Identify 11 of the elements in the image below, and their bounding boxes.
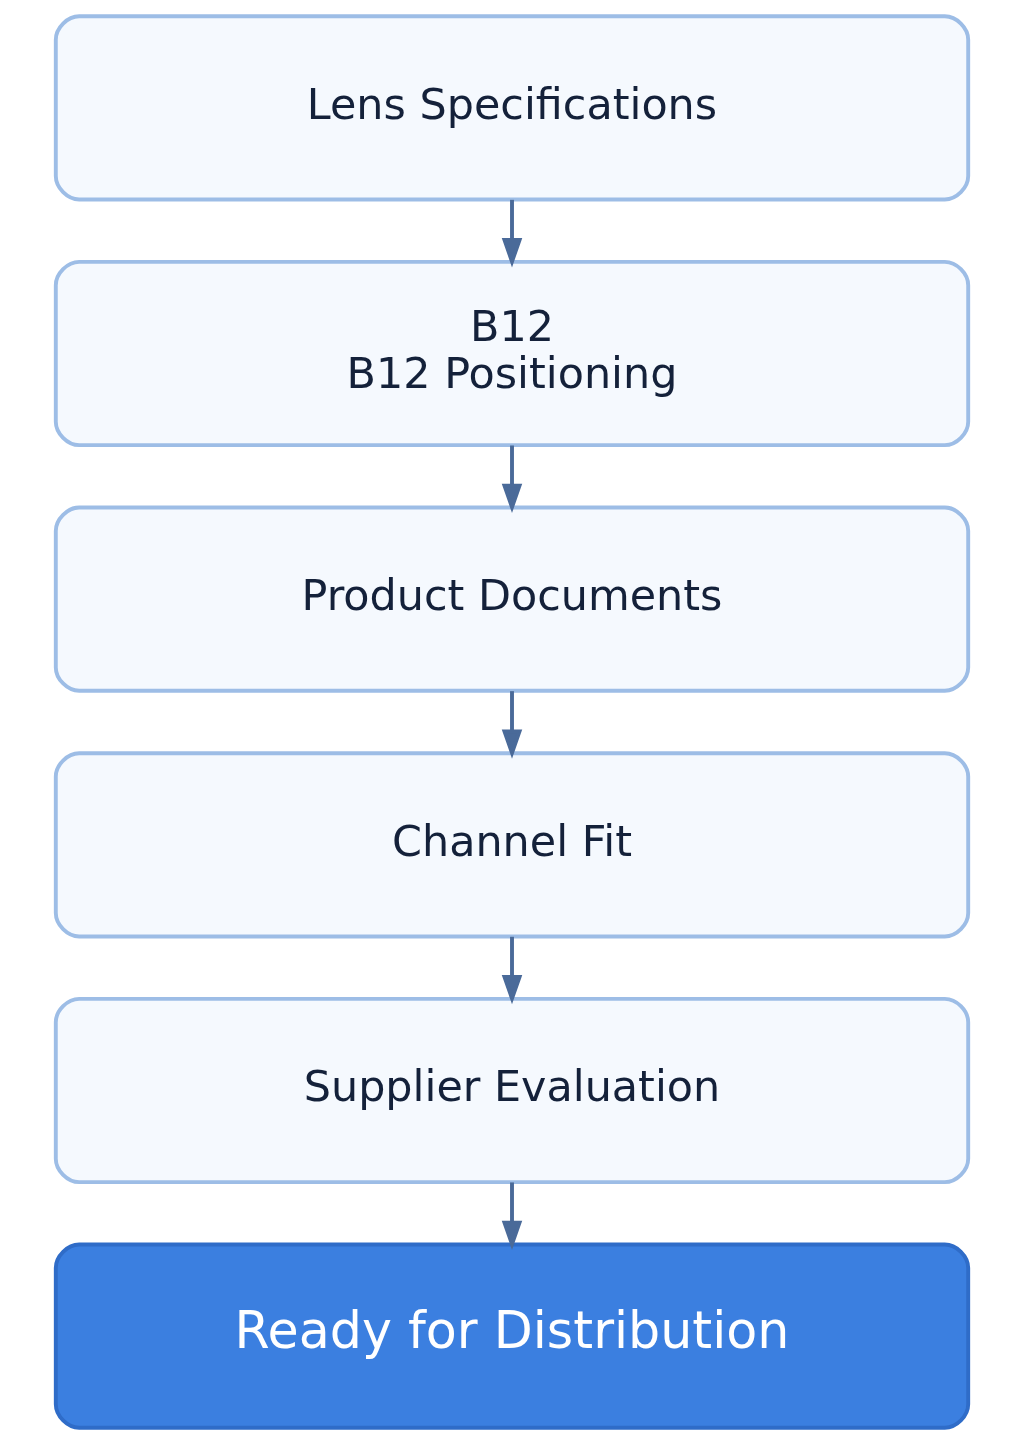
arrow <box>501 1182 523 1250</box>
arrow <box>501 199 523 268</box>
node-box: Lens Specifications <box>53 14 971 202</box>
arrow <box>501 936 523 1005</box>
node-box: Channel Fit <box>53 751 971 939</box>
node-box: Product Documents <box>53 505 971 693</box>
arrow <box>501 691 523 759</box>
arrow <box>501 445 523 514</box>
node-box: B12 B12 Positioning <box>53 259 971 448</box>
node-box: Supplier Evaluation <box>53 996 971 1185</box>
node-box: Ready for Distribution <box>53 1242 971 1430</box>
